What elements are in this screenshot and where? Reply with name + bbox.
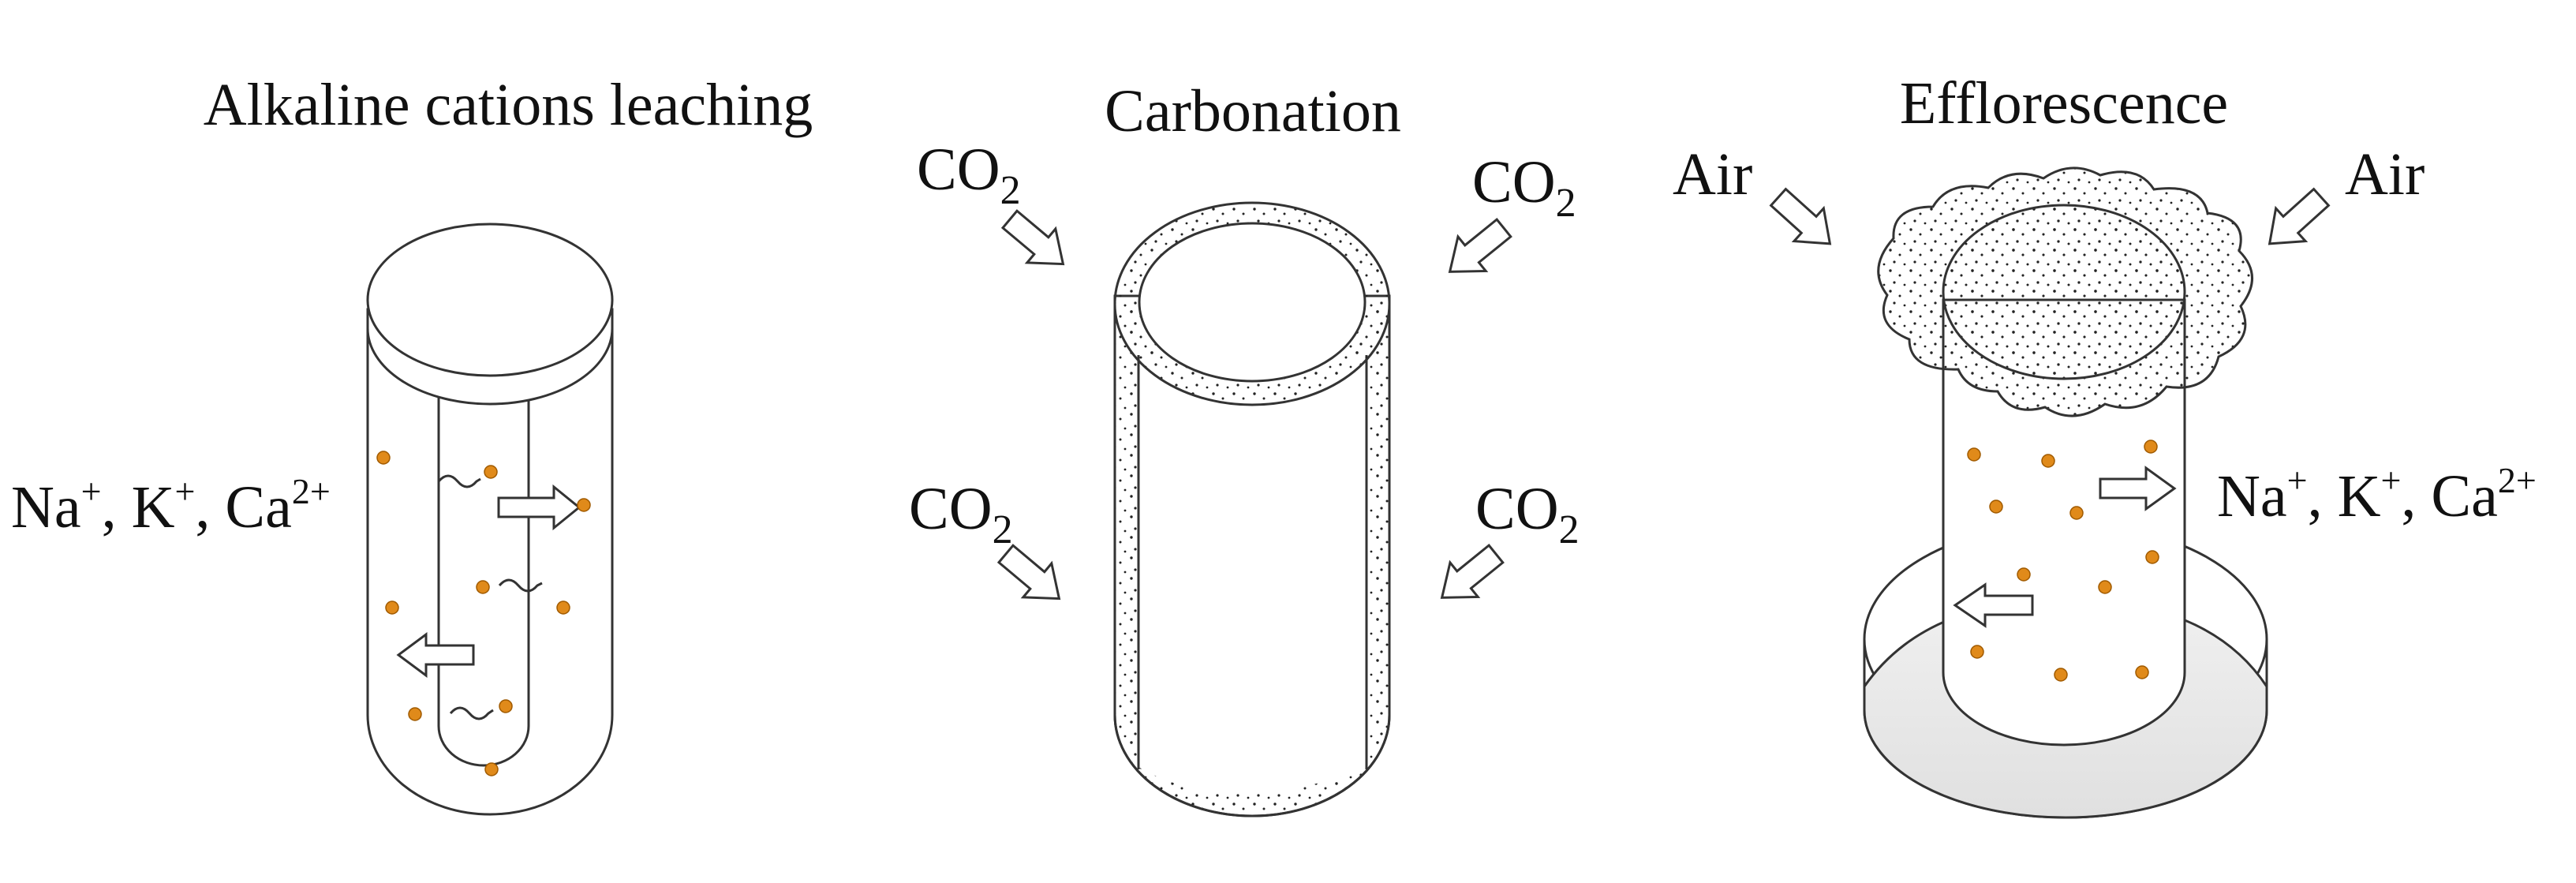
hollow-arrow-icon — [1440, 544, 1505, 599]
panel-title-carbonation: Carbonation — [1105, 78, 1401, 144]
cation-dots-1 — [376, 451, 591, 776]
panel-carbonation: Carbonation CO2 CO2 CO2 CO2 — [909, 78, 1580, 818]
cylinder-top-face — [1138, 222, 1367, 383]
ions-label-leaching: Na+, K+, Ca2+ — [11, 471, 331, 541]
dot-icon — [484, 465, 498, 479]
hollow-arrow-icon — [996, 544, 1061, 601]
ions-label-efflorescence: Na+, K+, Ca2+ — [2217, 460, 2537, 529]
panel-leaching: Alkaline cations leaching — [11, 72, 813, 816]
hollow-arrow-icon — [1953, 582, 2034, 628]
dot-icon — [2098, 580, 2112, 594]
hollow-arrow-icon — [1448, 218, 1512, 273]
dot-icon — [376, 451, 391, 465]
air-label-left: Air — [1673, 141, 1752, 208]
specimen-cylinder-1 — [366, 223, 614, 816]
dot-icon — [499, 699, 513, 713]
co2-label-bottom-right: CO2 — [1475, 476, 1580, 552]
specimen-cylinder-2 — [1113, 201, 1391, 818]
co2-label-top-left: CO2 — [917, 137, 1021, 213]
co2-label-top-right: CO2 — [1472, 149, 1576, 226]
dot-icon — [2069, 506, 2084, 520]
dot-icon — [385, 601, 399, 615]
hollow-arrow-icon — [497, 484, 581, 531]
dot-icon — [2041, 454, 2055, 468]
dot-icon — [2135, 665, 2149, 679]
dot-icon — [556, 601, 570, 615]
hollow-arrow-icon — [2268, 187, 2331, 245]
dot-icon — [577, 498, 591, 512]
hollow-arrow-icon — [1000, 209, 1065, 266]
hollow-arrow-icon — [396, 632, 475, 678]
dot-icon — [1989, 499, 2003, 514]
dot-icon — [2144, 440, 2158, 454]
hollow-arrow-icon — [1769, 187, 1832, 245]
cation-dots-3 — [1967, 440, 2159, 682]
dot-icon — [484, 762, 499, 776]
specimen-cylinder-3 — [1942, 298, 2186, 746]
water-wave — [437, 474, 481, 488]
panel-title-leaching: Alkaline cations leaching — [204, 72, 813, 138]
panel-efflorescence: Efflorescence — [1673, 70, 2537, 819]
dot-icon — [1967, 447, 1981, 462]
dot-icon — [2017, 567, 2031, 582]
water-wave — [498, 578, 543, 593]
panel-title-efflorescence: Efflorescence — [1900, 70, 2228, 137]
cylinder-top-face — [366, 223, 614, 377]
hollow-arrow-icon — [2099, 466, 2177, 511]
dot-icon — [2054, 668, 2068, 682]
dot-icon — [408, 707, 422, 721]
air-label-right: Air — [2345, 141, 2425, 208]
dot-icon — [1970, 645, 1984, 659]
co2-label-bottom-left: CO2 — [909, 476, 1013, 552]
efflorescence-crust — [1877, 166, 2253, 417]
water-wave — [449, 706, 494, 720]
dot-icon — [476, 580, 490, 594]
dot-icon — [2145, 550, 2159, 564]
